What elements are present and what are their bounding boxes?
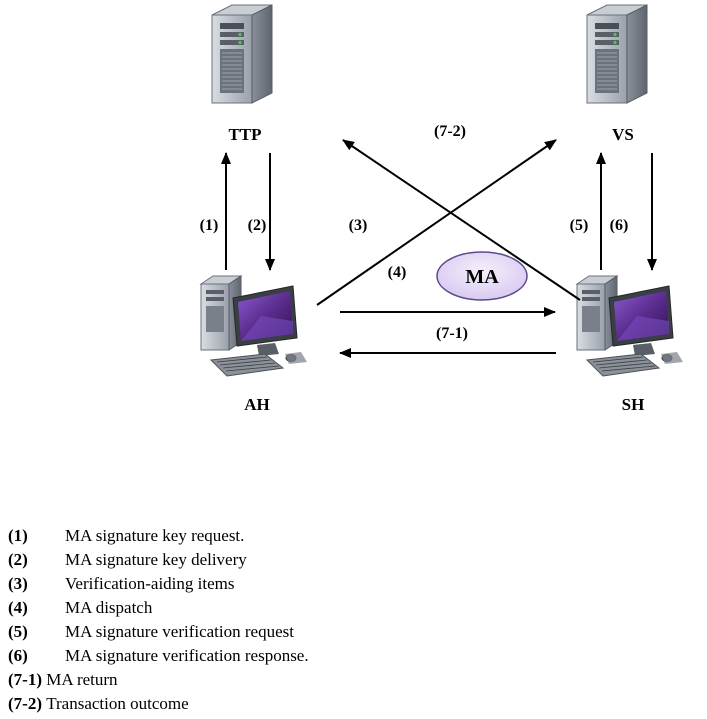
sh-desktop-computer-icon bbox=[576, 275, 684, 377]
ah-desktop-computer-icon bbox=[200, 275, 308, 377]
legend-code: (3) bbox=[8, 574, 28, 593]
legend-code: (7-1) bbox=[8, 670, 42, 689]
legend-item: (3) Verification-aiding items bbox=[8, 572, 234, 596]
legend-text: MA signature key request. bbox=[65, 526, 245, 545]
legend-code: (6) bbox=[8, 646, 28, 665]
ttp-label: TTP bbox=[228, 125, 261, 144]
arrow-7-2 bbox=[342, 139, 581, 301]
ttp-server-icon bbox=[211, 4, 273, 104]
legend-item: (6) MA signature verification response. bbox=[8, 644, 309, 668]
step-label-4: (4) bbox=[388, 264, 407, 281]
legend-text: MA signature verification response. bbox=[65, 646, 309, 665]
legend-code: (4) bbox=[8, 598, 28, 617]
legend-code: (1) bbox=[8, 526, 28, 545]
legend-text: MA return bbox=[46, 670, 118, 689]
vs-server-icon bbox=[586, 4, 648, 104]
step-label-5: (5) bbox=[570, 217, 589, 234]
legend-code: (7-2) bbox=[8, 694, 42, 713]
legend-item: (7-1) MA return bbox=[8, 668, 118, 692]
legend-item: (1) MA signature key request. bbox=[8, 524, 244, 548]
mobile-agent-label: MA bbox=[465, 266, 499, 288]
ah-label: AH bbox=[244, 395, 270, 414]
legend-text: Transaction outcome bbox=[46, 694, 189, 713]
legend-item: (4) MA dispatch bbox=[8, 596, 152, 620]
step-label-7-2: (7-2) bbox=[434, 123, 466, 140]
legend-item: (5) MA signature verification request bbox=[8, 620, 294, 644]
legend-text: MA signature key delivery bbox=[65, 550, 247, 569]
legend-code: (2) bbox=[8, 550, 28, 569]
legend-text: MA signature verification request bbox=[65, 622, 294, 641]
step-label-7-1: (7-1) bbox=[436, 325, 468, 342]
step-label-6: (6) bbox=[610, 217, 629, 234]
legend-text: MA dispatch bbox=[65, 598, 153, 617]
sh-label: SH bbox=[622, 395, 645, 414]
step-label-2: (2) bbox=[248, 217, 267, 234]
step-label-3: (3) bbox=[349, 217, 368, 234]
protocol-diagram: TTP VS AH SH MA (1) (2) (3) (4) (5) (6) … bbox=[200, 4, 684, 414]
legend-code: (5) bbox=[8, 622, 28, 641]
legend-item: (7-2) Transaction outcome bbox=[8, 692, 189, 716]
vs-label: VS bbox=[612, 125, 634, 144]
mobile-agent-ellipse bbox=[436, 251, 528, 301]
legend-text: Verification-aiding items bbox=[65, 574, 235, 593]
step-label-1: (1) bbox=[200, 217, 219, 234]
legend-item: (2) MA signature key delivery bbox=[8, 548, 247, 572]
arrow-3-4 bbox=[316, 139, 557, 306]
